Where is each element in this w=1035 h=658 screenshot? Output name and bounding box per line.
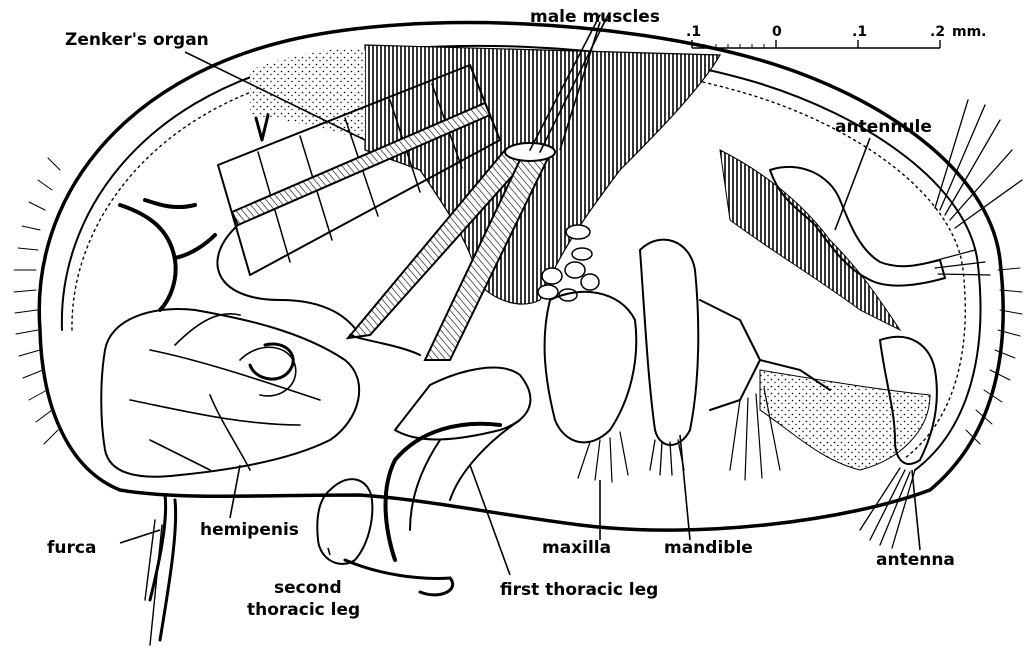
label-zenkers-organ: Zenker's organ <box>65 30 209 50</box>
label-antennule: antennule <box>835 117 932 137</box>
scale-tick-label: .2 <box>930 24 945 40</box>
mandible-structure <box>640 240 698 475</box>
scale-bar: .1 0 .1 .2 mm. <box>686 24 987 48</box>
label-maxilla: maxilla <box>542 538 611 558</box>
dorsal-vessel <box>120 200 215 310</box>
label-second-thoracic-leg-line1: second <box>274 578 342 598</box>
scale-tick-label: .1 <box>852 24 867 40</box>
label-antenna: antenna <box>876 550 955 570</box>
hemipenis-structure <box>101 309 359 477</box>
scale-tick-label: 0 <box>772 24 782 40</box>
label-male-muscles: male muscles <box>530 7 660 27</box>
maxilla-structure <box>545 292 637 482</box>
scale-unit: mm. <box>952 24 987 40</box>
label-furca: furca <box>47 538 96 558</box>
furca-structure <box>145 495 176 645</box>
scale-tick-label: .1 <box>686 24 701 40</box>
label-second-thoracic-leg-line2: thoracic leg <box>247 600 360 620</box>
first-thoracic-leg-structure <box>386 368 531 560</box>
label-first-thoracic-leg: first thoracic leg <box>500 580 658 600</box>
label-mandible: mandible <box>664 538 753 558</box>
stippled-tissue-ventral <box>760 370 930 470</box>
label-hemipenis: hemipenis <box>200 520 299 540</box>
gut-lower-region <box>720 150 900 330</box>
